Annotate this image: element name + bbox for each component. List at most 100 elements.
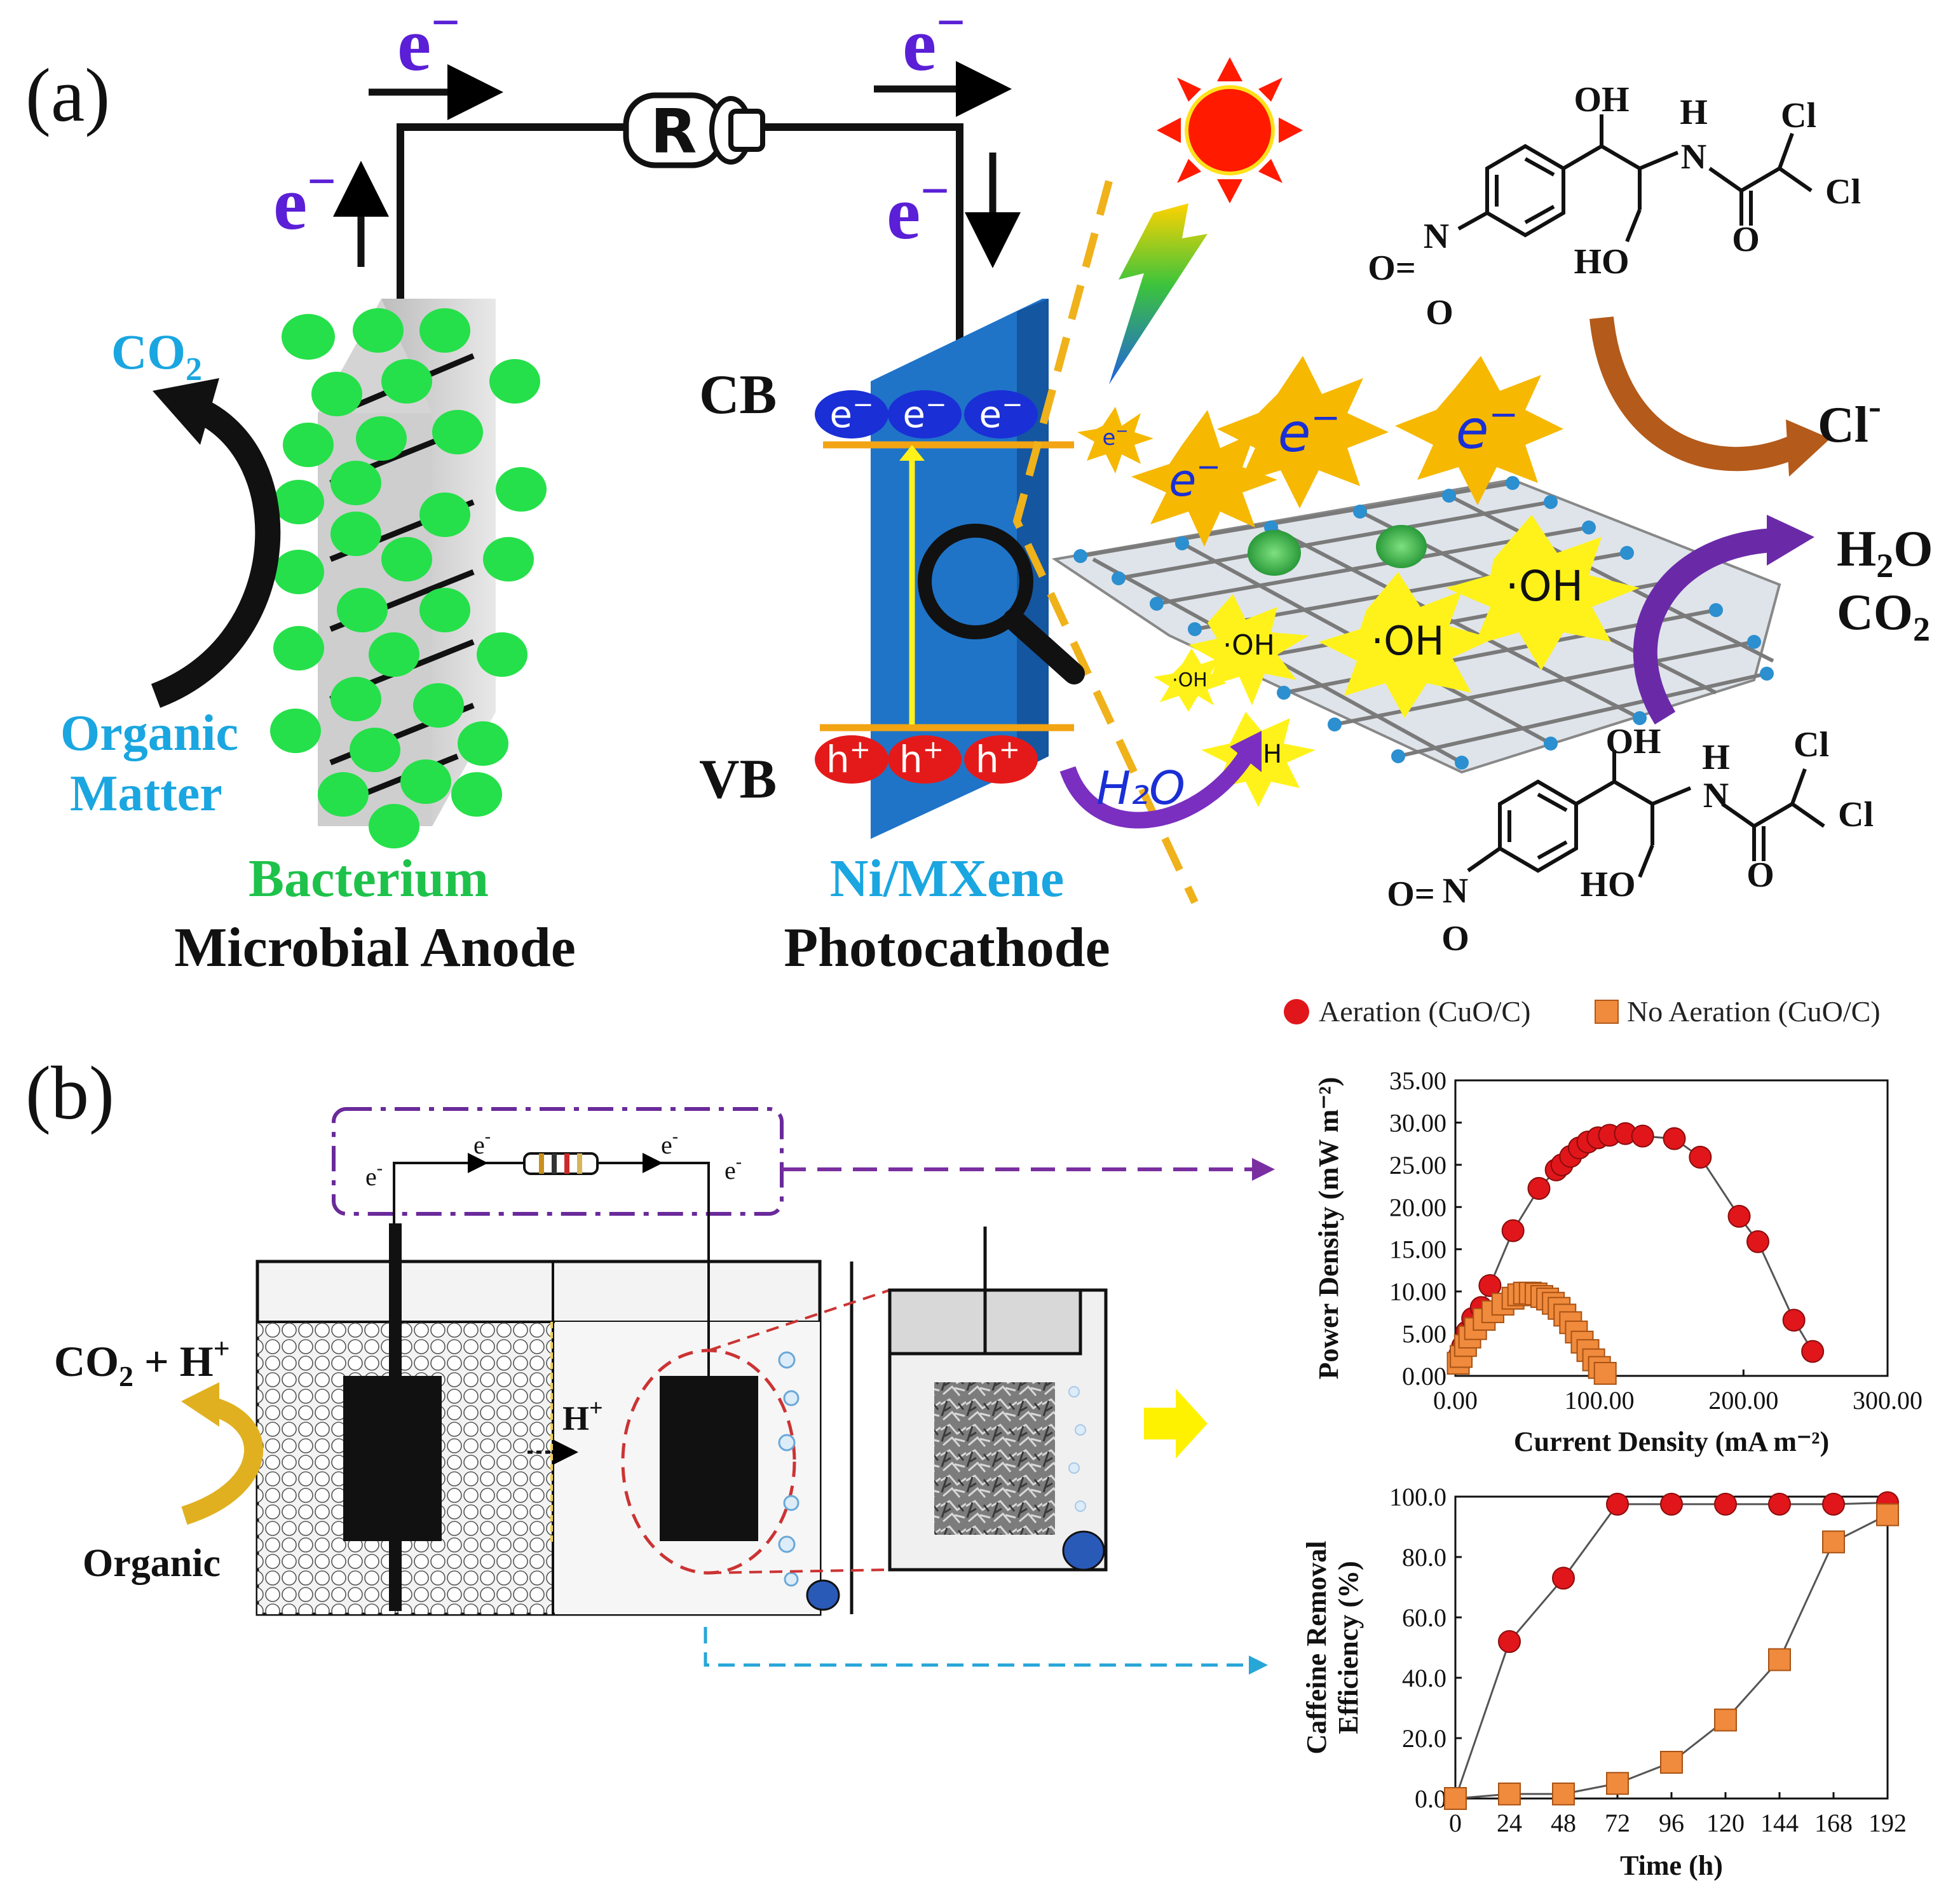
data-point-circle [1498,1630,1521,1653]
svg-text:N: N [1424,217,1449,256]
svg-text:H: H [1680,93,1708,132]
legend-label-aeration: Aeration (CuO/C) [1319,995,1530,1028]
svg-text:e−: e− [397,0,460,86]
chloramphenicol-molecule-top [1457,114,1813,243]
data-point-square [1768,1648,1791,1671]
svg-text:e-: e- [661,1127,678,1159]
data-point-circle [1606,1492,1629,1516]
svg-text:·OH: ·OH [1172,669,1208,691]
data-point-square [1876,1503,1899,1527]
svg-text:O: O [1441,919,1469,958]
power-density-chart: 0.005.0010.0015.0020.0025.0030.0035.000.… [1313,1066,1923,1457]
cathode-electrode-b [660,1376,758,1541]
data-point-circle [1801,1340,1825,1363]
data-point-circle [1746,1230,1769,1253]
data-point-circle [1768,1492,1791,1516]
water-oxidation-arrow [1059,751,1253,829]
svg-text:e−: e− [273,154,336,245]
panel-a-label: (a) [25,53,110,137]
svg-text:e-: e- [725,1152,742,1185]
chloride-label: Cl- [1818,385,1881,453]
data-point-circle [1660,1492,1683,1516]
svg-text:e-: e- [365,1159,383,1191]
data-point-circle [1782,1309,1806,1332]
data-point-square [1822,1530,1845,1554]
y-tick-label: 5.00 [1402,1320,1446,1349]
vb-label: VB [699,749,777,810]
svg-text:·OH: ·OH [1371,618,1444,664]
dashed-arrow-to-removal-chart [704,1627,1268,1675]
dechlorination-arrow [1589,316,1804,472]
y-tick-label: 100.0 [1389,1483,1446,1511]
water-arrow-head [1230,731,1262,772]
svg-text:O: O [1732,220,1760,259]
x-tick-label: 48 [1551,1809,1576,1837]
molecule-top-labels: OH H N Cl Cl O HO N O= O [1368,80,1861,332]
oh-radical-stars: ·OH ·OH ·OH ·OH ·OH [1154,515,1640,807]
cathode-inset [888,1227,1108,1572]
microbial-anode-label: Microbial Anode [174,917,576,979]
x-tick-label: 72 [1605,1809,1630,1837]
x-tick-label: 120 [1706,1809,1745,1837]
svg-text:e−: e− [902,390,946,436]
chloramphenicol-molecule-bottom [1467,750,1825,878]
aeration-bubbles [778,1351,800,1587]
x-tick-label: 200.00 [1708,1386,1778,1415]
electron-labels-b: e- e- e- e- [365,1127,742,1191]
data-point-circle [1663,1127,1686,1150]
svg-text:e−: e− [902,0,965,86]
svg-text:N: N [1443,871,1468,911]
product-h2o-label: H2O [1837,521,1933,585]
data-point-circle [1527,1177,1551,1200]
x-tick-label: 168 [1814,1809,1853,1837]
legend-marker-aeration [1284,999,1309,1024]
svg-text:·OH: ·OH [1506,562,1584,611]
panel-a: (a) R e− e− e− e− [25,0,1933,979]
svg-text:Cl: Cl [1793,725,1829,765]
svg-text:H: H [1702,738,1730,777]
vb-holes: h+ h+ h+ [815,735,1038,784]
y-tick-label: 80.0 [1402,1543,1446,1572]
svg-text:·OH: ·OH [1223,629,1275,662]
resistor-symbol: R [623,92,765,168]
data-point-square [1714,1708,1737,1732]
h2o-label-arrow: H₂O [1096,761,1185,815]
data-point-circle [1501,1219,1525,1242]
organic-to-co2-arrow-b [181,1395,263,1525]
svg-text:O: O [1746,855,1774,895]
svg-text:e−: e− [1456,394,1519,461]
y-tick-label: 40.0 [1402,1664,1446,1692]
data-point-circle [1822,1492,1845,1516]
anode-rod-b [389,1223,402,1611]
data-point-circle [1478,1274,1502,1297]
y-tick-label: 25.00 [1389,1151,1446,1180]
y-axis-label: Caffeine RemovalEfficiency (%) [1301,1540,1364,1754]
proton-label-b: H+ [562,1395,603,1438]
x-tick-label: 0 [1449,1809,1462,1837]
mineralization-arrow-head [1767,515,1814,566]
curved-arrow-organic-to-co2 [151,395,281,708]
data-point-square [1552,1782,1575,1805]
cb-label: CB [699,364,777,426]
data-point-circle [1552,1567,1575,1590]
x-axis-label: Current Density (mA m⁻²) [1514,1426,1829,1457]
svg-text:e-: e- [473,1127,491,1159]
circuit-highlight-box [332,1107,784,1216]
organic-matter-line2: Matter [70,766,222,822]
organic-label-b: Organic [83,1542,221,1585]
svg-text:e−: e− [1278,397,1341,464]
yellow-arrow-to-charts [1144,1389,1208,1459]
svg-text:N: N [1681,137,1706,177]
sun-icon [1157,57,1303,203]
electron-star-3: e− [1395,356,1563,505]
svg-text:Cl: Cl [1838,795,1874,834]
panel-b-label: (b) [25,1051,114,1135]
data-point-circle [1727,1204,1751,1228]
electron-label-cathode: e− [887,163,949,255]
y-tick-label: 0.00 [1402,1362,1446,1391]
y-tick-label: 60.0 [1402,1603,1446,1632]
electron-label-anode: e− [273,154,336,245]
data-point-square [1606,1772,1629,1795]
